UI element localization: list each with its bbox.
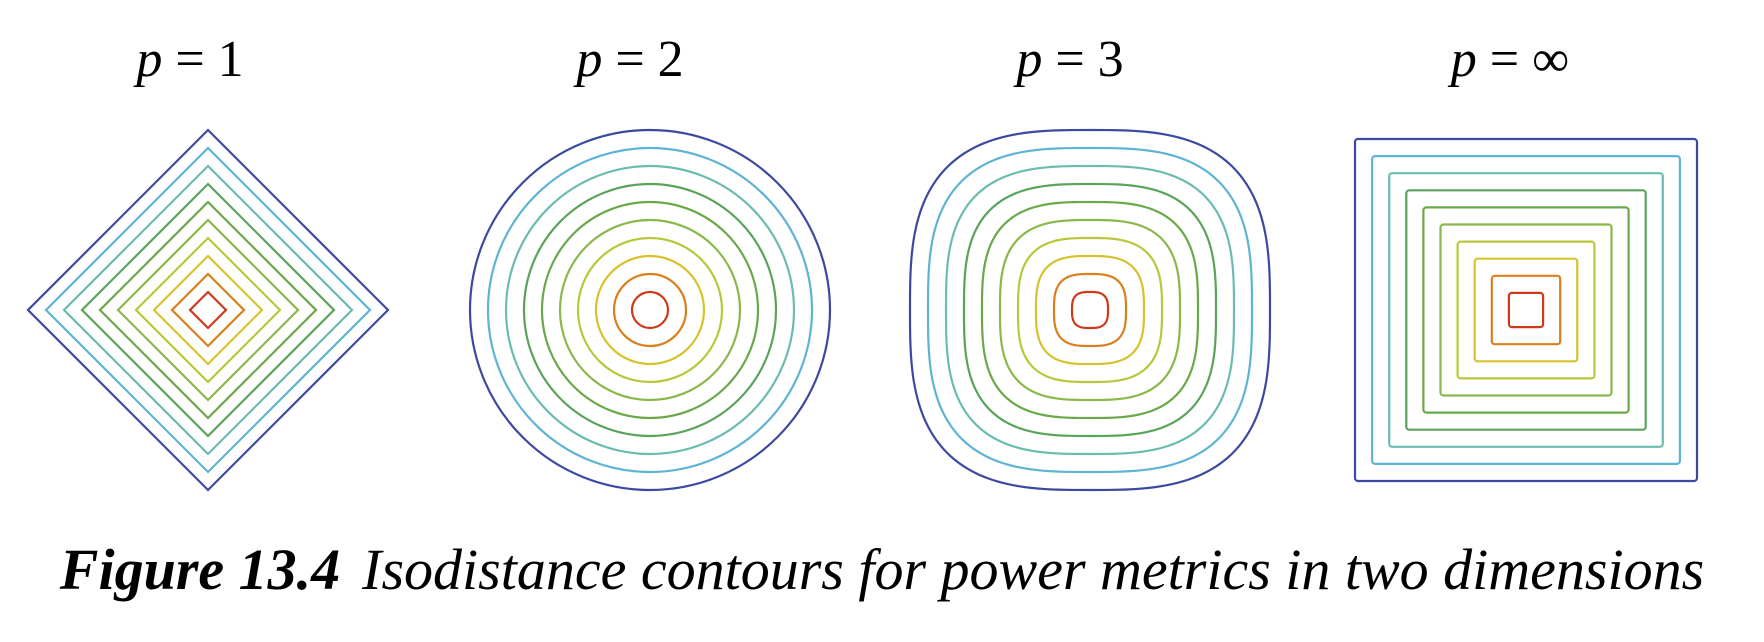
contour-level-4: [134, 236, 282, 384]
figure-caption: Figure 13.4 Isodistance contours for powe…: [0, 535, 1764, 605]
contour-level-10: [468, 128, 832, 492]
contour-level-8: [62, 164, 354, 456]
contour-level-6: [540, 200, 760, 420]
contour-level-7: [80, 182, 336, 438]
contour-level-1: [188, 290, 228, 330]
contour-level-1: [1507, 291, 1545, 329]
panel-p1: [26, 128, 390, 492]
contour-level-6: [1422, 206, 1630, 414]
contour-level-3: [152, 254, 264, 366]
contour-level-6: [98, 200, 318, 420]
contour-level-8: [944, 164, 1236, 456]
contour-level-9: [486, 146, 814, 474]
contour-level-9: [926, 146, 1254, 474]
contour-plots: [26, 128, 1699, 492]
contour-level-9: [1370, 155, 1681, 465]
contour-level-2: [612, 272, 688, 348]
panel-label-p3: p = 3: [1016, 31, 1124, 88]
contour-level-3: [1473, 257, 1579, 363]
contour-level-10: [26, 128, 390, 492]
contour-level-2: [1490, 274, 1562, 346]
figure-number: Figure 13.4: [59, 537, 341, 602]
contour-level-5: [998, 218, 1182, 402]
panel-label-p1: p = 1: [136, 31, 244, 88]
contour-level-4: [576, 236, 724, 384]
contour-level-4: [1456, 240, 1596, 380]
contour-level-5: [1439, 223, 1613, 397]
contour-level-1: [1070, 290, 1110, 330]
contour-level-6: [980, 200, 1200, 420]
caption-text: Isodistance contours for power metrics i…: [362, 537, 1705, 602]
panel-p2: [468, 128, 832, 492]
panel-label-pinf: p = ∞: [1450, 31, 1570, 88]
contour-level-8: [504, 164, 796, 456]
contour-level-3: [594, 254, 706, 366]
panel-pinf: [1353, 137, 1699, 483]
contour-level-8: [1388, 172, 1664, 448]
contour-level-7: [962, 182, 1218, 438]
contour-level-1: [630, 290, 670, 330]
contour-level-2: [1052, 272, 1128, 348]
contour-level-5: [558, 218, 742, 402]
panel-label-p2: p = 2: [576, 31, 684, 88]
contour-level-10: [908, 128, 1272, 492]
contour-level-2: [170, 272, 246, 348]
contour-level-5: [116, 218, 300, 402]
contour-level-10: [1353, 137, 1699, 483]
panel-p3: [908, 128, 1272, 492]
contour-level-7: [1405, 189, 1647, 431]
contour-level-4: [1016, 236, 1164, 384]
contour-level-9: [44, 146, 372, 474]
contour-level-3: [1034, 254, 1146, 366]
contour-level-7: [522, 182, 778, 438]
